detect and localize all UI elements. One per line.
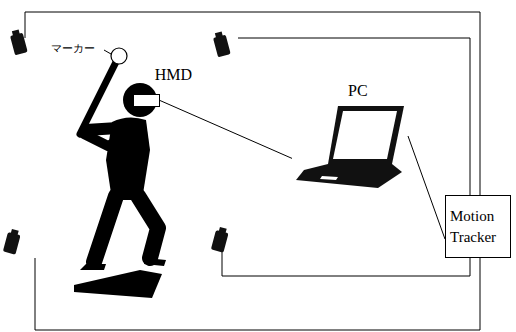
node-label: PC [348, 82, 368, 100]
motion-cameras [3, 29, 231, 255]
marker-label: マーカー [50, 41, 96, 56]
node-label: HMD [155, 66, 192, 84]
camera-wires [25, 12, 480, 330]
hmd-visor [133, 94, 160, 107]
node-label: Motion Tracker [450, 206, 506, 247]
hmd-device: HMD [132, 66, 192, 110]
device-box: Motion Tracker [445, 195, 511, 258]
laptop-pc: PC [292, 80, 408, 192]
cable-line [408, 136, 445, 239]
home-plate [74, 270, 162, 298]
cable-line [160, 101, 292, 159]
batter-figure [80, 48, 166, 270]
